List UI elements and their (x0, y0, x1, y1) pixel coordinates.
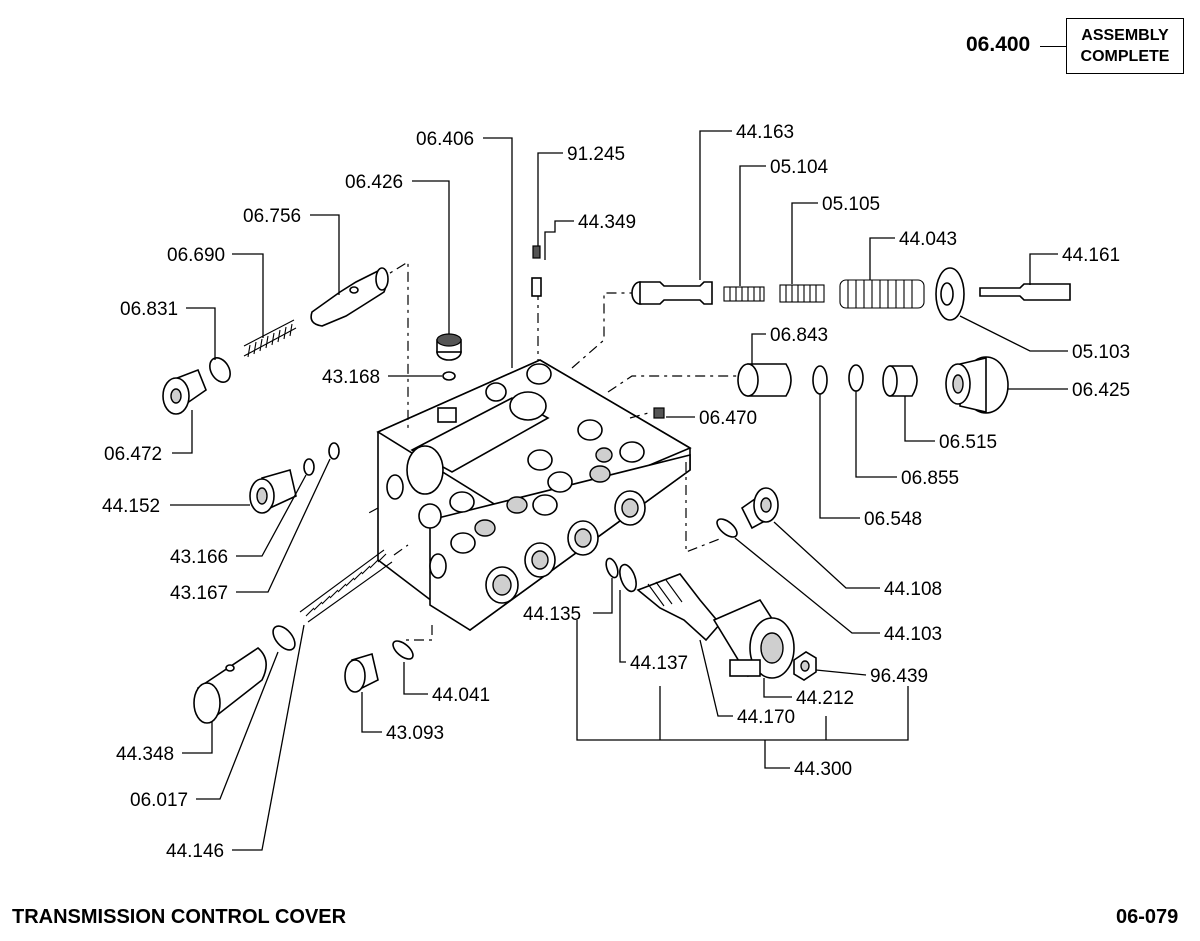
label-06690: 06.690 (167, 245, 225, 266)
label-44349: 44.349 (578, 212, 636, 233)
label-06843: 06.843 (770, 325, 828, 346)
part-06843-sleeve (737, 363, 792, 397)
part-05105-spring (779, 284, 825, 303)
assembly-label-line1: ASSEMBLY (1081, 27, 1169, 44)
control-cover-housing (376, 359, 692, 631)
part-44135-o-ring (605, 557, 619, 579)
label-06515: 06.515 (939, 432, 997, 453)
label-06425: 06.425 (1072, 380, 1130, 401)
part-44349-pin (531, 277, 542, 297)
page-number: 06-079 (1116, 906, 1179, 928)
part-44146-spring (299, 549, 393, 623)
part-43167-ring (328, 442, 340, 460)
label-44348: 44.348 (116, 744, 174, 765)
part-44170-valve-stem (636, 573, 722, 642)
part-44161-pin (979, 283, 1071, 301)
label-44212: 44.212 (796, 688, 854, 709)
label-44041: 44.041 (432, 685, 490, 706)
part-06472-plug (162, 368, 207, 415)
part-44152-plug (249, 468, 297, 514)
callout-labels: 06.406 91.245 44.163 05.104 05.105 44.04… (102, 122, 1130, 862)
callout-leader-lines (170, 130, 1068, 851)
part-96439-nut (793, 651, 817, 681)
label-05104: 05.104 (770, 157, 829, 178)
label-43167: 43.167 (170, 583, 228, 604)
part-44103-ring (716, 518, 738, 538)
label-44152: 44.152 (102, 496, 160, 517)
part-05104-spring (723, 286, 765, 302)
part-06470-screw (653, 407, 665, 419)
label-06470: 06.470 (699, 408, 757, 429)
label-44146: 44.146 (166, 841, 224, 862)
part-44137-o-ring (619, 563, 637, 593)
label-05105: 05.105 (822, 194, 880, 215)
part-06426-cap (436, 333, 462, 361)
part-44108-plug (740, 487, 779, 530)
label-43166: 43.166 (170, 547, 228, 568)
part-44043-spring (839, 279, 925, 309)
label-06472: 06.472 (104, 444, 162, 465)
part-06548-o-ring (812, 365, 828, 395)
label-06017: 06.017 (130, 790, 188, 811)
part-05103-washer (935, 267, 965, 321)
part-43093-plug (344, 652, 379, 693)
label-96439: 96.439 (870, 666, 928, 687)
part-44348-piston (193, 646, 267, 724)
assembly-label-line2: COMPLETE (1080, 48, 1170, 65)
part-06831-o-ring (209, 357, 231, 383)
assembly-number: 06.400 (966, 33, 1031, 56)
part-06515-cup (882, 365, 918, 397)
label-05103: 05.103 (1072, 342, 1130, 363)
part-43166-ring (303, 458, 315, 476)
label-44108: 44.108 (884, 579, 942, 600)
part-06017-o-ring (272, 625, 296, 651)
label-06831: 06.831 (120, 299, 178, 320)
part-44163-spool (631, 281, 713, 305)
page-title: TRANSMISSION CONTROL COVER (12, 906, 347, 928)
label-44300: 44.300 (794, 759, 852, 780)
label-91245: 91.245 (567, 144, 625, 165)
label-44161: 44.161 (1062, 245, 1120, 266)
part-43168-ring (442, 371, 456, 381)
assembly-complete-box: ASSEMBLY COMPLETE (1066, 18, 1184, 74)
label-43093: 43.093 (386, 723, 444, 744)
part-06690-spring (243, 319, 297, 358)
label-43168: 43.168 (322, 367, 380, 388)
label-06756: 06.756 (243, 206, 301, 227)
label-44103: 44.103 (884, 624, 942, 645)
label-44163: 44.163 (736, 122, 794, 143)
part-06756-piston (310, 267, 389, 327)
part-06855-o-ring (848, 364, 864, 392)
label-06406: 06.406 (416, 129, 474, 150)
label-06426: 06.426 (345, 172, 403, 193)
part-44041-ring (392, 640, 414, 660)
part-91245-screw (532, 245, 541, 259)
label-06548: 06.548 (864, 509, 922, 530)
label-44135: 44.135 (523, 604, 581, 625)
label-44043: 44.043 (899, 229, 957, 250)
assembly-leader-line (1040, 46, 1066, 47)
label-06855: 06.855 (901, 468, 959, 489)
part-06425-plug (945, 356, 1009, 414)
part-44212-solenoid (712, 598, 795, 679)
label-44170: 44.170 (737, 707, 795, 728)
label-44137: 44.137 (630, 653, 688, 674)
